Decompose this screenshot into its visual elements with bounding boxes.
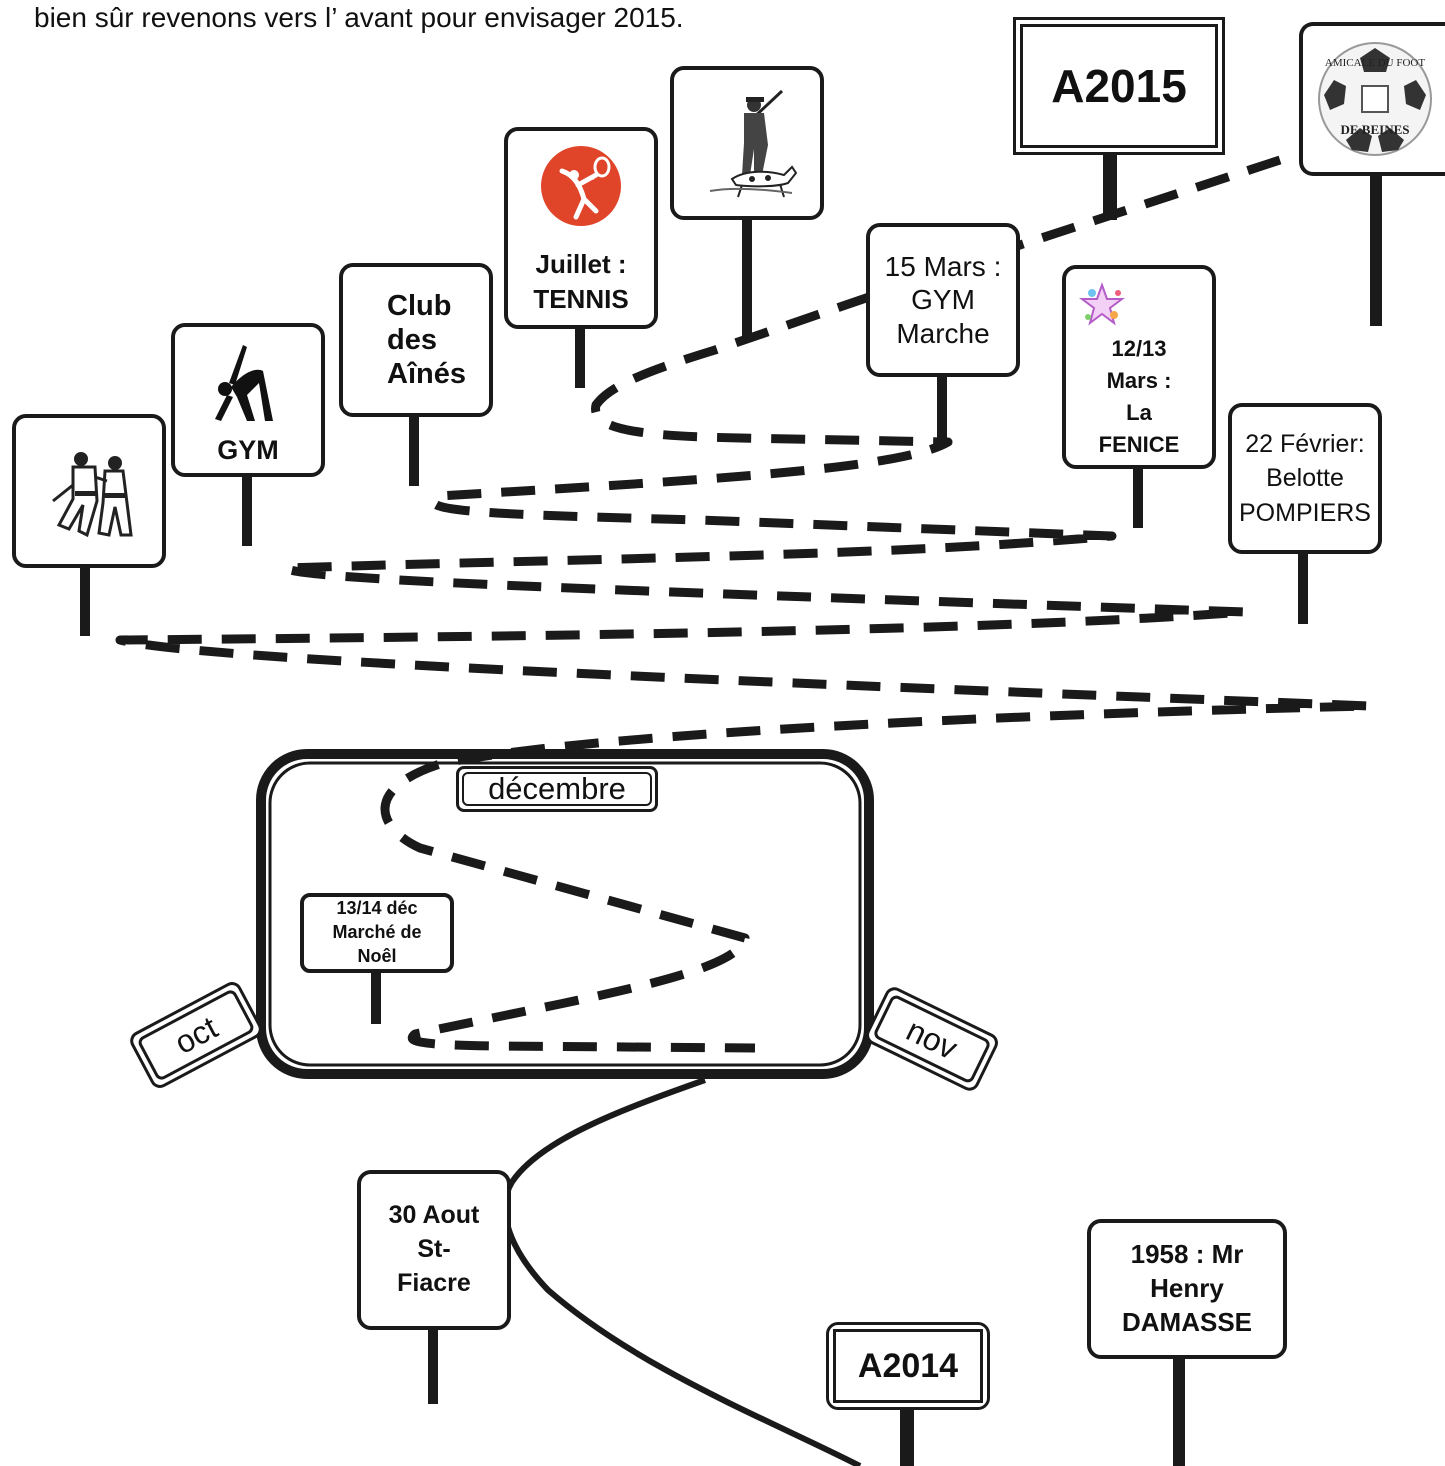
fiacre-sign-post (428, 1326, 438, 1404)
club-line-1: Club (387, 289, 452, 322)
damasse-line-3: DAMASSE (1121, 1306, 1252, 1337)
judo-sign-post (80, 564, 90, 636)
fenice-sign: 12/13 Mars : La FENICE (1062, 265, 1216, 469)
tennis-sign: Juillet : TENNIS (504, 127, 658, 329)
fiacre-line-2: St- (417, 1235, 451, 1264)
gym-sign-post (242, 474, 252, 546)
amicale-bottom-text: DE BEINES (1341, 122, 1410, 137)
tennis-line-2: TENNIS (533, 283, 629, 314)
hunter-sign (670, 66, 824, 220)
judo-fighters-icon (52, 452, 133, 538)
fiacre-line-3: Fiacre (397, 1268, 471, 1297)
club-line-3: Aînés (387, 358, 466, 391)
noel-line-2: Marché de (332, 922, 422, 943)
a2014-sign-post (900, 1404, 914, 1466)
fenice-line-1: 12/13 (1111, 336, 1167, 361)
hunter-dog-icon (709, 89, 798, 198)
club-line-2: des (387, 323, 437, 356)
gym-marche-line-2: GYM (911, 284, 975, 316)
gym-marche-line-3: Marche (896, 317, 990, 349)
belotte-sign-post (1298, 550, 1308, 624)
belotte-line-3: POMPIERS (1239, 498, 1371, 527)
noel-sign-post (371, 970, 381, 1024)
belotte-line-2: Belotte (1266, 464, 1344, 493)
december-frame-inner (268, 761, 862, 1067)
gym-marche-sign-post (937, 374, 947, 440)
a2015-sign-post (1103, 148, 1117, 220)
soccer-ball-logo: AMICALE DU FOOT DE BEINES (1318, 42, 1432, 156)
intro-text: bien sûr revenons vers l’ avant pour env… (34, 2, 684, 33)
fenice-sign-post (1133, 466, 1143, 528)
december-frame-outer (256, 749, 874, 1079)
tennis-line-1: Juillet : (535, 249, 627, 279)
gym-marche-line-1: 15 Mars : (884, 251, 1002, 283)
fenice-line-4: FENICE (1098, 431, 1180, 457)
a2015-label: A2015 (1051, 60, 1187, 112)
damasse-line-2: Henry (1150, 1273, 1224, 1304)
tennis-sign-post (575, 326, 585, 388)
henry-damasse-sign: 1958 : Mr Henry DAMASSE (1087, 1219, 1287, 1359)
december-label-tag: décembre (456, 766, 658, 812)
noel-line-3: Noêl (357, 945, 397, 966)
a2014-sign: A2014 (826, 1322, 990, 1410)
belotte-sign: 22 Février: Belotte POMPIERS (1228, 403, 1382, 554)
colorful-star-logo (1079, 282, 1125, 326)
club-des-aines-sign: Club des Aînés (339, 263, 493, 417)
marche-de-noel-sign: 13/14 déc Marché de Noêl (300, 893, 454, 973)
fiacre-line-1: 30 Aout (388, 1201, 480, 1230)
stretching-figure-icon (215, 345, 273, 421)
club-sign-post (409, 414, 419, 486)
solid-road (502, 1077, 862, 1466)
december-label: décembre (488, 771, 626, 806)
gym-label: GYM (217, 435, 279, 465)
a2014-label: A2014 (857, 1346, 959, 1385)
hunter-sign-post (742, 218, 752, 340)
gym-marche-sign: 15 Mars : GYM Marche (866, 223, 1020, 377)
october-label: oct (168, 1008, 224, 1061)
judo-sign (12, 414, 166, 568)
tennis-player-icon (541, 146, 621, 226)
belotte-line-1: 22 Février: (1245, 429, 1365, 458)
amicale-top-text: AMICALE DU FOOT (1325, 57, 1426, 69)
amicale-sign-post (1370, 172, 1382, 326)
damasse-sign-post (1173, 1356, 1185, 1466)
noel-line-1: 13/14 déc (336, 898, 418, 919)
amicale-foot-sign: AMICALE DU FOOT DE BEINES (1299, 22, 1445, 176)
fenice-line-2: Mars : (1106, 367, 1172, 393)
gym-sign: GYM (171, 323, 325, 477)
november-label: nov (901, 1011, 964, 1067)
st-fiacre-sign: 30 Aout St- Fiacre (357, 1170, 511, 1330)
fenice-line-3: La (1126, 399, 1152, 425)
a2015-sign: A2015 (1013, 17, 1225, 155)
damasse-line-1: 1958 : Mr (1130, 1239, 1244, 1270)
